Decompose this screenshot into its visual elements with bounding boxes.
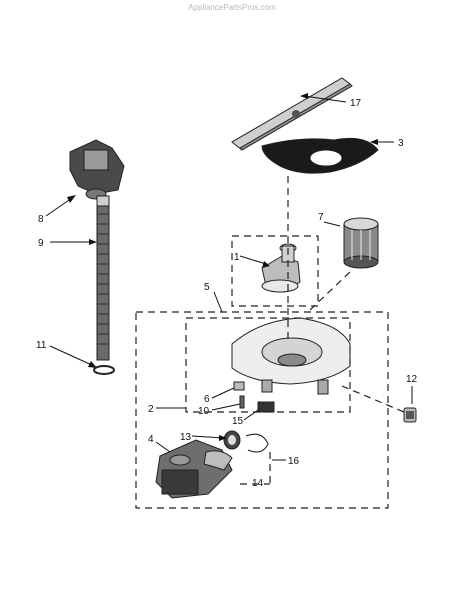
callout-7: 7 <box>318 212 324 223</box>
leaders <box>45 93 413 461</box>
seal-part <box>223 430 241 450</box>
hose-clamp-part <box>93 365 115 375</box>
callout-16: 16 <box>288 456 300 467</box>
drain-hose-part <box>96 195 110 361</box>
callout-6: 6 <box>204 394 210 405</box>
callout-5: 5 <box>204 282 210 293</box>
check-valve-part <box>403 407 417 423</box>
assembly-box-outer <box>135 311 389 509</box>
callout-8: 8 <box>38 214 44 225</box>
callout-2: 2 <box>148 404 154 415</box>
assembly-box-diverter <box>231 235 319 307</box>
assembly-box-inner <box>185 317 351 413</box>
spray-arm-part <box>231 77 353 151</box>
grommet-part <box>233 381 245 391</box>
screw-part <box>239 395 245 409</box>
clamp-part <box>245 433 269 453</box>
watermark-text: AppliancePartsPros.com <box>188 3 276 12</box>
callout-13: 13 <box>180 432 192 443</box>
callout-12: 12 <box>406 374 418 385</box>
callout-labels: 17 3 7 1 5 8 9 11 2 6 10 15 12 13 4 16 1… <box>36 98 418 489</box>
callout-15: 15 <box>232 416 244 427</box>
callout-4: 4 <box>148 434 154 445</box>
motor-part <box>155 439 233 499</box>
filter-cylinder-part <box>343 217 379 269</box>
sensor-part <box>257 401 275 413</box>
callout-3: 3 <box>398 138 404 149</box>
sump-part <box>231 317 351 395</box>
callout-14: 14 <box>252 478 264 489</box>
callout-1: 1 <box>234 252 240 263</box>
drain-pump-part <box>69 139 125 200</box>
callout-11: 11 <box>36 340 47 351</box>
filter-plate-part <box>261 137 379 174</box>
callout-10: 10 <box>198 406 210 417</box>
assembly-boxes <box>135 176 405 509</box>
diverter-part <box>261 243 301 293</box>
callout-17: 17 <box>350 98 362 109</box>
callout-9: 9 <box>38 238 44 249</box>
